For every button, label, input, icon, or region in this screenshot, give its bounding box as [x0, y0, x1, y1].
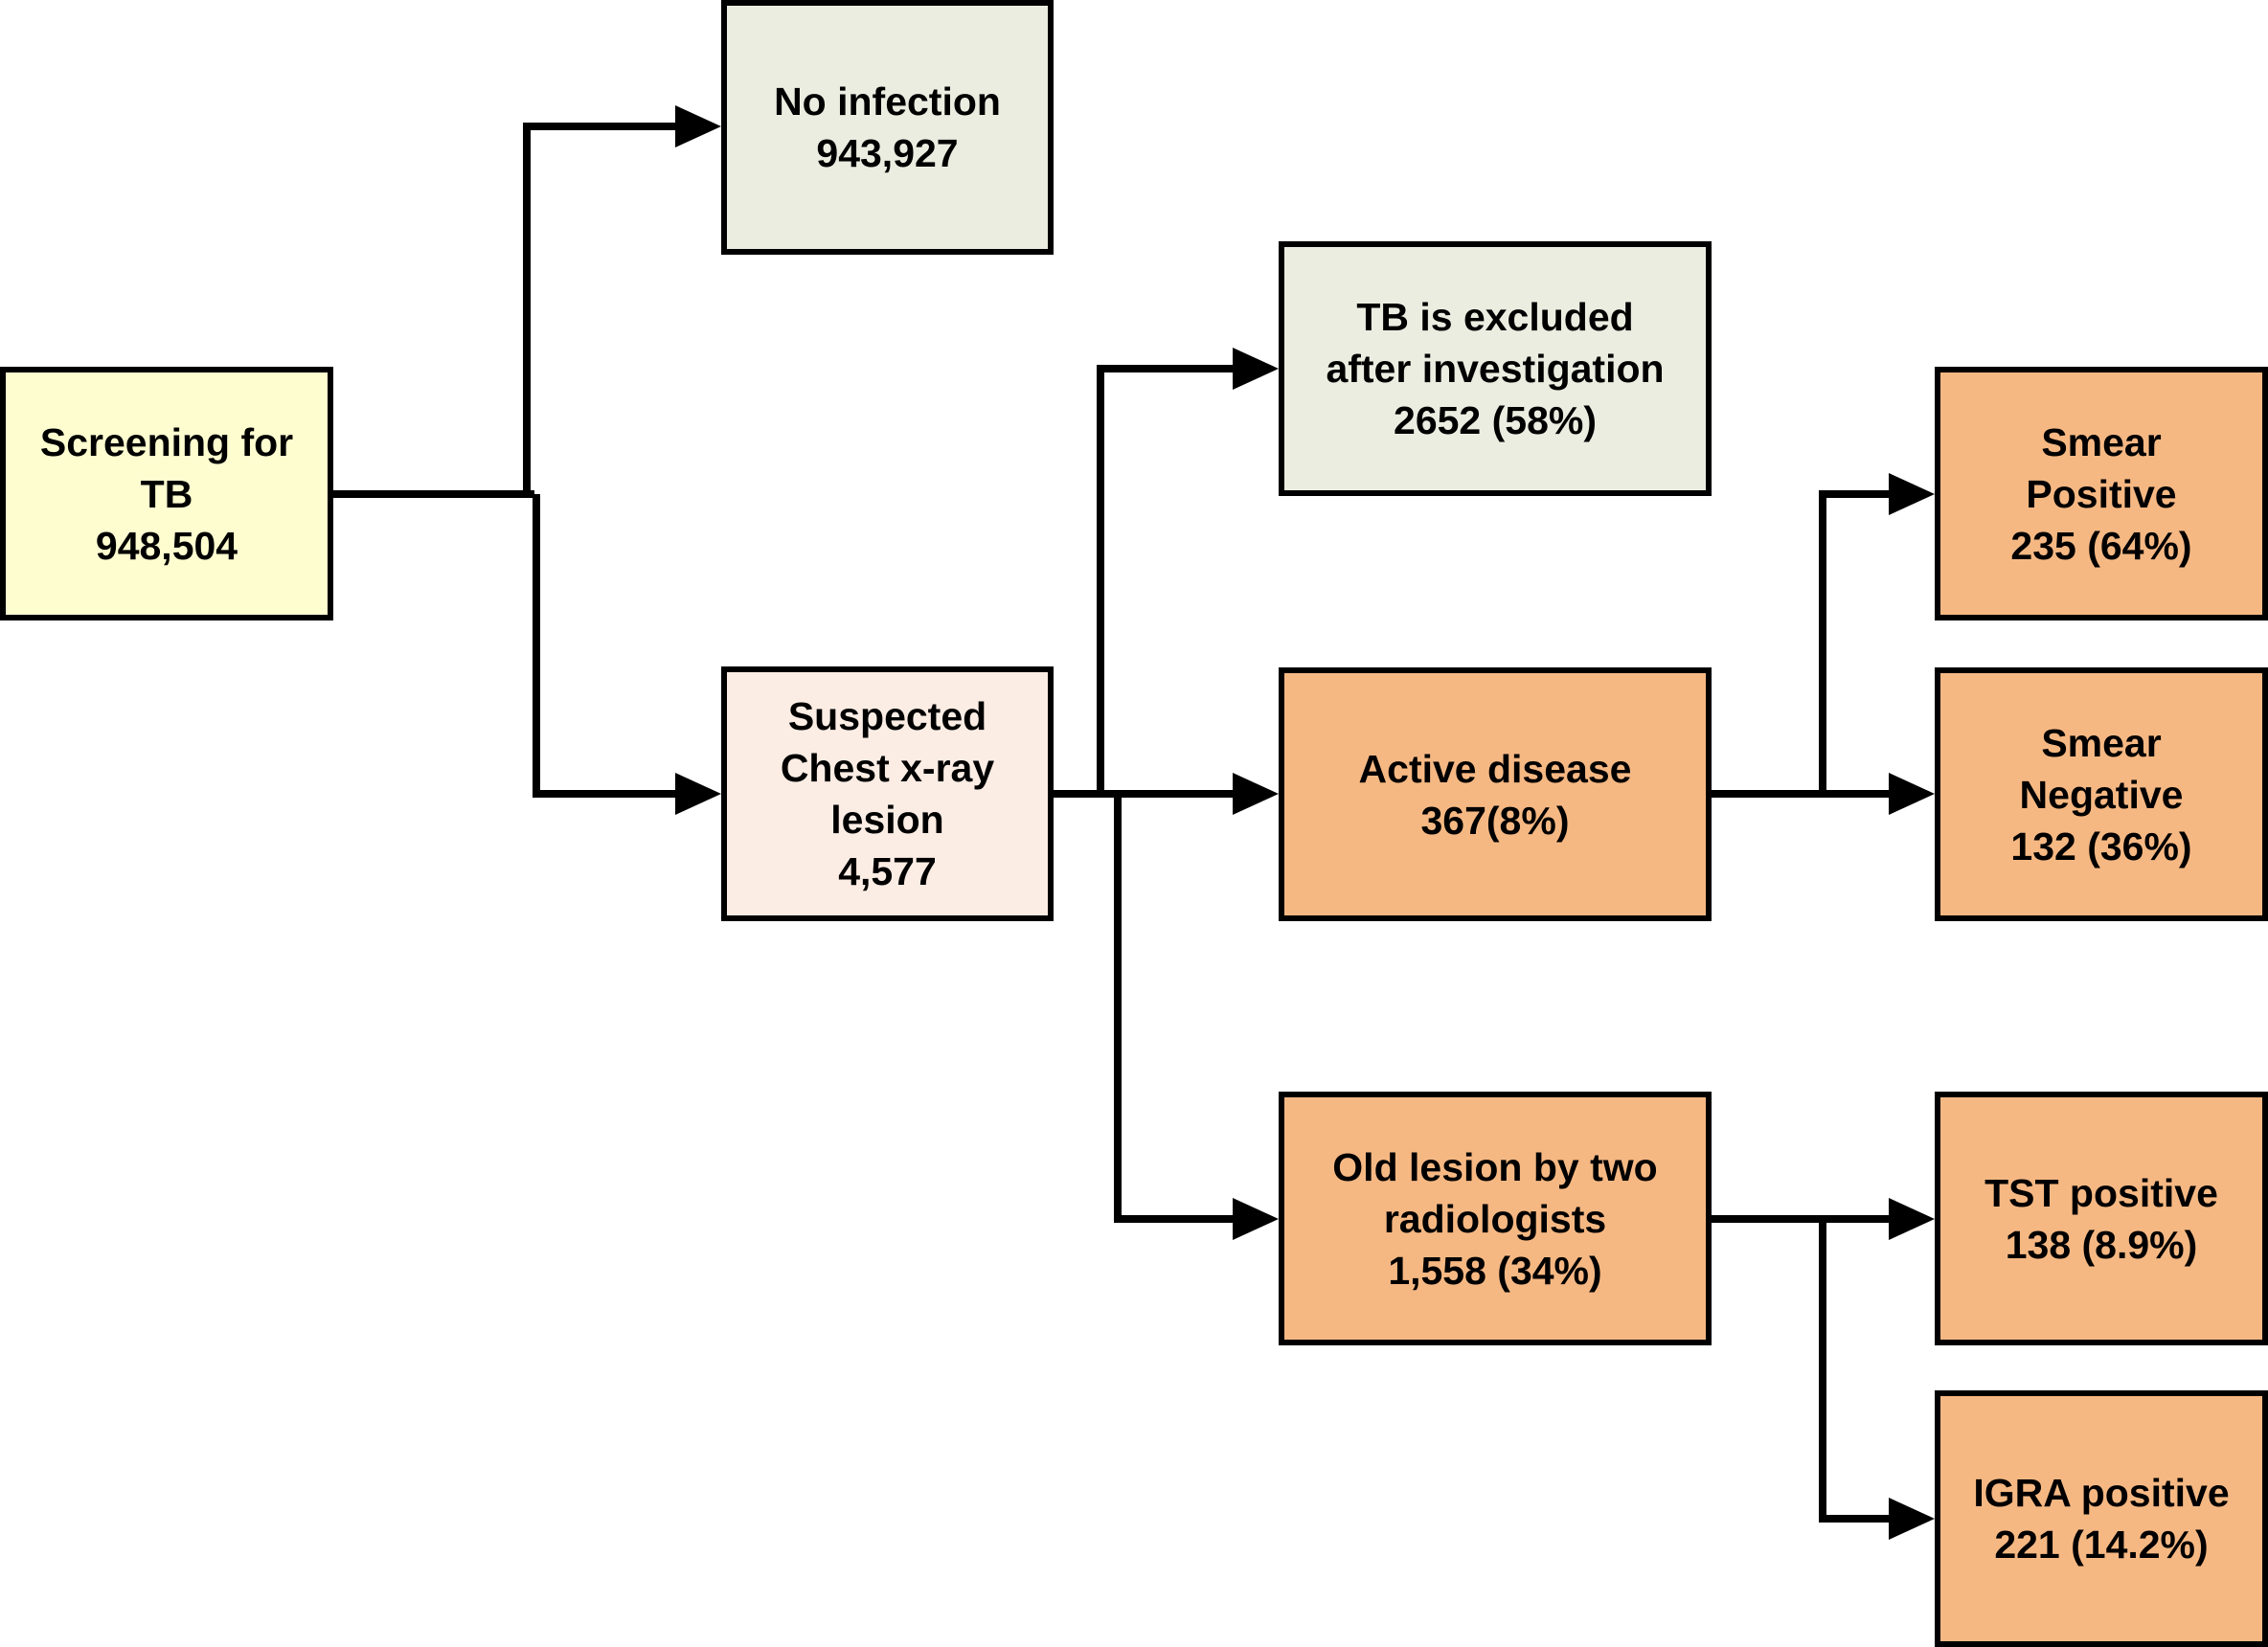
node-text-line: 948,504 — [95, 523, 238, 568]
connector-old-lesion-to-igra — [1819, 1219, 1889, 1523]
node-text-line: lesion — [830, 798, 944, 842]
node-text-line: Smear — [2041, 419, 2162, 464]
node-text-line: 943,927 — [816, 131, 959, 175]
node-text-line: TB — [140, 471, 193, 516]
node-text-line: Chest x-ray — [780, 746, 995, 790]
node-text-line: 132 (36%) — [2010, 824, 2192, 869]
node-tst-positive: TST positive 138 (8.9%) — [1935, 1092, 2268, 1345]
node-tb-excluded: TB is excluded after investigation 2652 (5… — [1279, 241, 1712, 496]
arrowhead-icon — [675, 773, 721, 815]
arrowhead-icon — [675, 105, 721, 147]
node-text-line: 4,577 — [838, 849, 937, 893]
node-text-line: 1,558 (34%) — [1388, 1248, 1602, 1293]
connector-screening-to-suspected — [533, 494, 675, 798]
arrowhead-icon — [1889, 1498, 1935, 1540]
connector-screening-to-no-infection — [523, 123, 675, 494]
arrowhead-icon — [1233, 1198, 1279, 1240]
node-text-line: Screening for — [39, 419, 294, 464]
node-text-line: Smear — [2041, 720, 2162, 765]
connector-active-to-smear-positive — [1819, 490, 1889, 794]
node-text-line: Positive — [2026, 471, 2177, 516]
node-text-line: radiologists — [1383, 1196, 1607, 1241]
node-old-lesion: Old lesion by two radiologists 1,558 (34%) — [1279, 1092, 1712, 1345]
node-text-line: TST positive — [1984, 1170, 2218, 1215]
node-text-line: Negative — [2019, 772, 2184, 817]
node-active-disease: Active disease 367(8%) — [1279, 667, 1712, 921]
node-text-line: Old lesion by two — [1332, 1144, 1658, 1189]
arrowhead-icon — [1889, 1198, 1935, 1240]
arrowhead-icon — [1889, 473, 1935, 515]
arrowhead-icon — [1889, 773, 1935, 815]
node-text-line: Active disease — [1358, 746, 1632, 791]
arrowhead-icon — [1233, 773, 1279, 815]
node-text-line: TB is excluded — [1356, 295, 1634, 339]
node-text-line: 221 (14.2%) — [1994, 1523, 2209, 1567]
node-igra-positive: IGRA positive 221 (14.2%) — [1935, 1390, 2268, 1647]
node-text-line: Suspected — [787, 694, 987, 738]
node-no-infection: No infection 943,927 — [721, 0, 1054, 255]
arrowhead-icon — [1233, 348, 1279, 390]
connector-suspected-to-old-lesion — [1114, 794, 1233, 1223]
node-text-line: 235 (64%) — [2010, 523, 2192, 568]
connector-suspected-to-excluded — [1097, 365, 1233, 794]
node-text-line: IGRA positive — [1973, 1471, 2230, 1515]
node-text-line: 367(8%) — [1420, 798, 1570, 843]
node-text-line: after investigation — [1326, 347, 1665, 391]
node-text-line: No infection — [774, 79, 1001, 124]
node-text-line: 138 (8.9%) — [2005, 1222, 2198, 1267]
node-text-line: 2652 (58%) — [1394, 398, 1597, 442]
